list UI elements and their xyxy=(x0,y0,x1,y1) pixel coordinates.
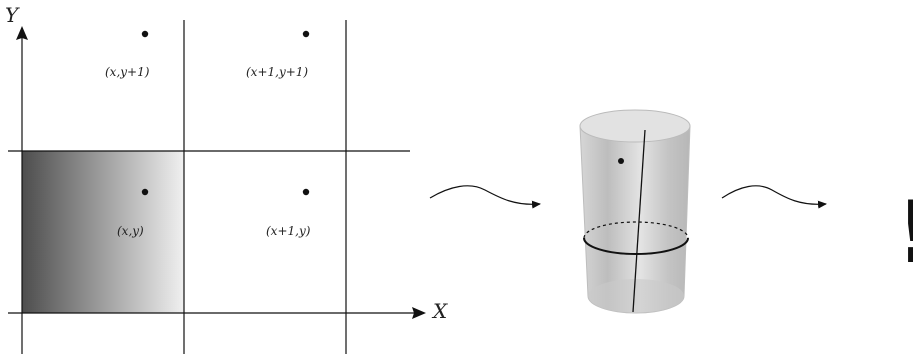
label-x1-y: (x+1,y) xyxy=(266,224,311,238)
grid-lines xyxy=(8,20,410,354)
exclamation-mark: ! xyxy=(896,183,913,283)
y-axis-label: Y xyxy=(5,3,20,27)
cylinder-seam xyxy=(632,129,646,313)
highlighted-cell xyxy=(22,151,184,313)
point-x-y xyxy=(141,188,149,196)
label-x-y: (x,y) xyxy=(117,224,144,238)
x-axis-arrow-icon xyxy=(412,307,426,319)
y-axis-arrow-icon xyxy=(16,26,28,40)
axes xyxy=(8,26,426,354)
squiggle-arrow-1 xyxy=(429,185,541,209)
cylinder-bottom xyxy=(588,279,684,313)
label-x1-y1: (x+1,y+1) xyxy=(246,65,308,79)
cylinder-ring-front xyxy=(583,237,689,255)
label-x-y1: (x,y+1) xyxy=(105,65,150,79)
point-x-y1 xyxy=(141,30,149,38)
squiggle-arrow-2 xyxy=(721,185,827,209)
x-axis-label: X xyxy=(431,299,448,323)
cylinder-point xyxy=(618,158,624,164)
point-x1-y1 xyxy=(302,30,310,38)
cylinder xyxy=(579,109,691,314)
point-x1-y xyxy=(302,188,310,196)
grid-points: (x,y+1) (x+1,y+1) (x,y) (x+1,y) xyxy=(105,30,311,238)
cylinder-top xyxy=(579,109,691,143)
